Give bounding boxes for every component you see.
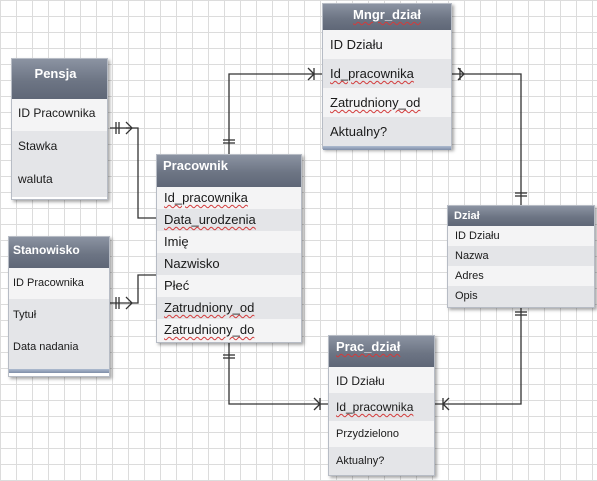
entity-field: Data nadania [9, 331, 109, 369]
entity-field: Id_pracownika [323, 59, 451, 88]
entity-prac-dzial[interactable]: Prac_dział ID Działu Id_pracownika Przyd… [328, 335, 435, 476]
entity-field: Zatrudniony_od [157, 297, 301, 319]
connector-pracownik-prac [223, 343, 328, 411]
entity-field: Nazwisko [157, 253, 301, 275]
entity-field: ID Działu [448, 226, 594, 246]
entity-title: Mngr_dział [323, 4, 451, 30]
entity-field: waluta [12, 163, 107, 197]
entity-title: Pensja [12, 59, 107, 99]
entity-field: ID Pracownika [12, 99, 107, 131]
entity-field: Imię [157, 231, 301, 253]
connector-pensja-pracownik [110, 121, 156, 219]
entity-field: Id_pracownika [329, 393, 434, 421]
connector-mngr-dzial [452, 67, 527, 205]
entity-field: Opis [448, 286, 594, 307]
entity-pensja[interactable]: Pensja ID Pracownika Stawka waluta [11, 58, 108, 200]
entity-title: Pracownik [157, 155, 301, 187]
entity-field: Aktualny? [329, 447, 434, 475]
entity-field: Tytuł [9, 299, 109, 331]
entity-field: Id_pracownika [157, 187, 301, 209]
entity-title: Stanowisko [9, 237, 109, 268]
entity-field: ID Działu [323, 30, 451, 59]
connector-dzial-prac [435, 305, 527, 411]
entity-stanowisko[interactable]: Stanowisko ID Pracownika Tytuł Data nada… [8, 236, 110, 377]
entity-title: Prac_dział [329, 336, 434, 367]
entity-field: ID Pracownika [9, 268, 109, 299]
entity-field: Stawka [12, 131, 107, 163]
entity-field: Zatrudniony_od [323, 88, 451, 117]
entity-field: ID Działu [329, 367, 434, 393]
entity-field: Nazwa [448, 246, 594, 266]
entity-pracownik[interactable]: Pracownik Id_pracownika Data_urodzenia I… [156, 154, 302, 343]
connector-pracownik-mngr [223, 67, 322, 154]
entity-field: Zatrudniony_do [157, 319, 301, 342]
entity-dzial[interactable]: Dział ID Działu Nazwa Adres Opis [447, 205, 595, 308]
entity-field: Płeć [157, 275, 301, 297]
entity-field: Data_urodzenia [157, 209, 301, 231]
entity-footer-bar [9, 369, 109, 373]
entity-field: Przydzielono [329, 421, 434, 447]
entity-title: Dział [448, 206, 594, 226]
entity-field: Aktualny? [323, 117, 451, 146]
connector-stanowisko-pracownik [110, 274, 156, 310]
entity-field: Adres [448, 266, 594, 286]
entity-mngr-dzial[interactable]: Mngr_dział ID Działu Id_pracownika Zatru… [322, 3, 452, 150]
entity-footer-bar [323, 146, 451, 150]
